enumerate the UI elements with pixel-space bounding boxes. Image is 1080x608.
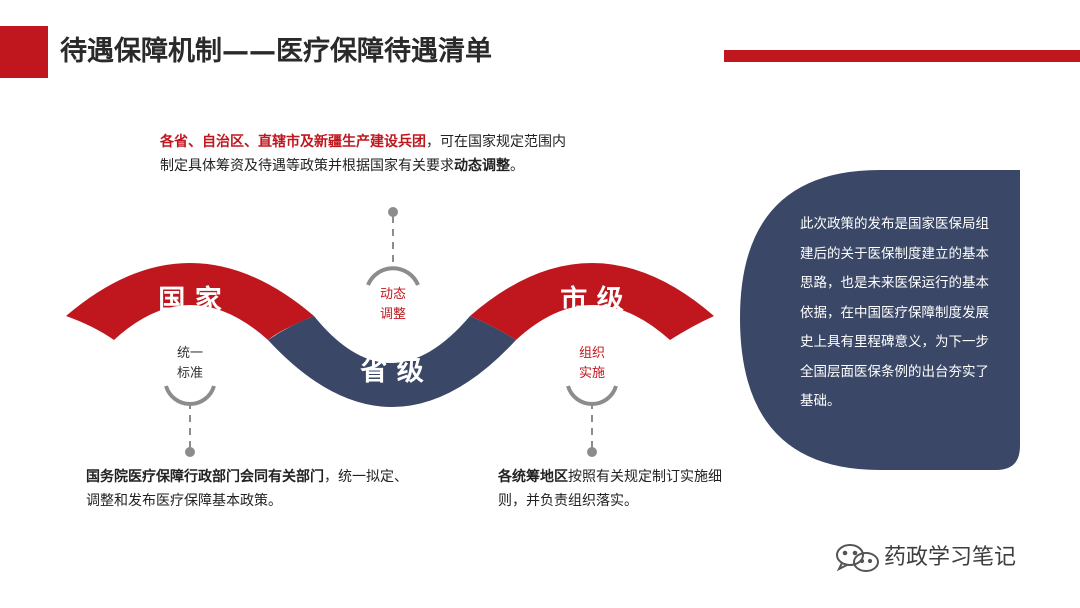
dynamic-label-2: 调整	[380, 307, 406, 322]
city-label: 市 级	[560, 284, 623, 316]
page-title: 待遇保障机制——医疗保障待遇清单	[60, 36, 492, 67]
note-provincial: 各省、自治区、直辖市及新疆生产建设兵团，可在国家规定范围内 制定具体筹资及待遇等…	[160, 130, 640, 178]
unify-arc	[164, 385, 216, 406]
note-city: 各统筹地区按照有关规定制订实施细则，并负责组织落实。	[498, 465, 738, 513]
city-segment	[470, 263, 714, 340]
watermark-text: 药政学习笔记	[884, 545, 1017, 570]
note-provincial-bold: 动态调整	[454, 158, 510, 174]
summary-panel-bg	[740, 170, 1020, 470]
summary-panel-text: 此次政策的发布是国家医保局组建后的关于医保制度建立的基本思路，也是未来医保运行的…	[800, 216, 989, 409]
note-provincial-text-2: 制定具体筹资及待遇等政策并根据国家有关要求	[160, 158, 454, 174]
dynamic-arc	[366, 266, 420, 286]
dynamic-dot	[388, 207, 398, 217]
org-label-1: 组织	[579, 346, 605, 361]
wechat-icon	[836, 544, 879, 572]
org-arc	[566, 385, 618, 406]
dynamic-label-1: 动态	[380, 287, 406, 302]
note-city-bold: 各统筹地区	[498, 469, 568, 485]
org-dot	[587, 447, 597, 457]
title-rule	[724, 50, 1080, 62]
unify-label-1: 统一	[177, 346, 203, 361]
note-provincial-end: 。	[510, 158, 524, 174]
note-provincial-highlight: 各省、自治区、直辖市及新疆生产建设兵团	[160, 134, 426, 150]
org-label-2: 实施	[579, 366, 605, 381]
title-accent-block	[0, 26, 48, 78]
unify-dot	[185, 447, 195, 457]
national-label: 国 家	[158, 284, 221, 316]
note-provincial-text-1: ，可在国家规定范围内	[426, 134, 566, 150]
provincial-label: 省 级	[360, 355, 423, 387]
note-national: 国务院医疗保障行政部门会同有关部门，统一拟定、调整和发布医疗保障基本政策。	[86, 465, 416, 513]
note-city-text: 按照有关规定制订实施细则，并负责组织落实。	[498, 469, 722, 509]
watermark	[836, 544, 879, 572]
provincial-segment	[268, 316, 516, 407]
note-national-text: ，统一拟定、调整和发布医疗保障基本政策。	[86, 469, 408, 509]
unify-label-2: 标准	[177, 366, 203, 381]
national-segment	[66, 263, 314, 340]
note-national-bold: 国务院医疗保障行政部门会同有关部门	[86, 469, 324, 485]
